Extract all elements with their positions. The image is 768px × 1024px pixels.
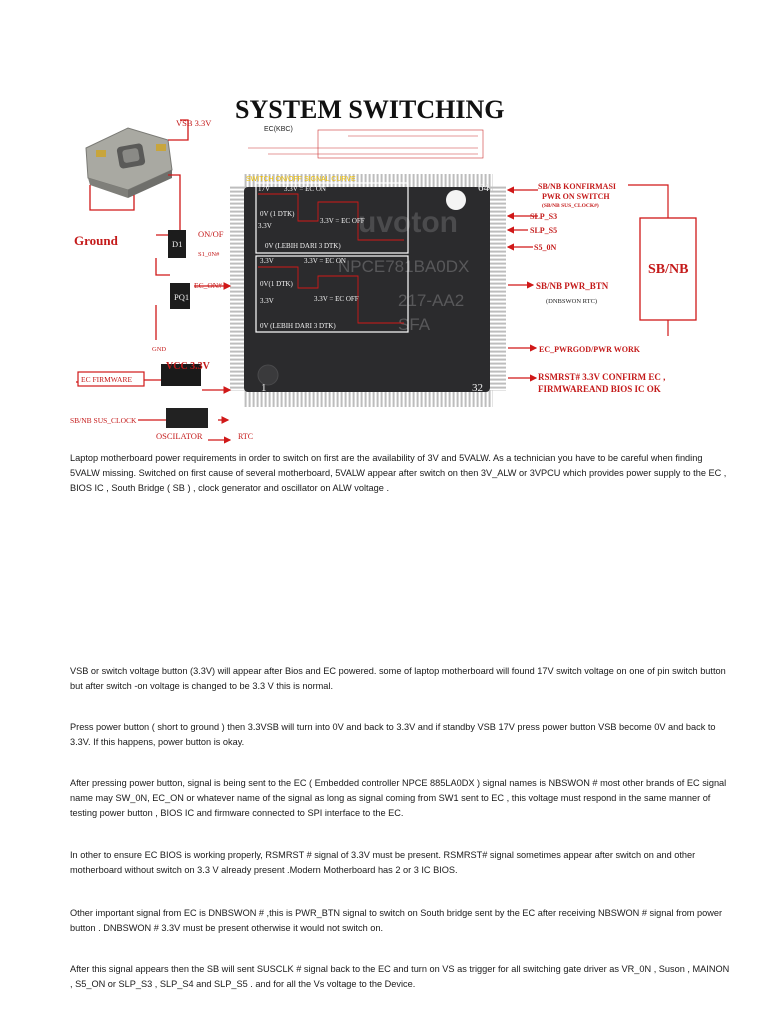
rtc-label: RTC <box>238 432 253 441</box>
curve2-3v3-a: 3.3V <box>260 257 274 265</box>
paragraph-3: Press power button ( short to ground ) t… <box>70 720 730 750</box>
sb-nb-box-label: SB/NB <box>648 262 688 277</box>
power-switch-button <box>86 128 172 198</box>
oscilator-label: OSCILATOR <box>156 431 203 441</box>
ec-pwrgod-label: EC_PWRGOD/PWR WORK <box>539 345 641 354</box>
curve1-ec-on: 3.3V = EC ON <box>284 185 326 193</box>
system-switching-diagram: SYSTEM SWITCHING EC(KBC) uvoton NPCE781B… <box>68 90 699 445</box>
paragraph-5: In other to ensure EC BIOS is working pr… <box>70 848 730 878</box>
ec-on-label: EC_ON# <box>194 281 222 290</box>
curve2-zero-1dtk: 0V(1 DTK) <box>260 280 294 288</box>
curve1-zero-long: 0V (LEBIH DARI 3 DTK) <box>265 242 341 250</box>
paragraph-7: After this signal appears then the SB wi… <box>70 962 730 992</box>
vsb-label: VSB 3.3V <box>176 118 212 128</box>
left-components <box>161 230 208 428</box>
chip-marking-part: NPCE781BA0DX <box>338 257 469 276</box>
s5-on-label: S5_0N <box>534 243 556 252</box>
paragraph-4: After pressing power button, signal is b… <box>70 776 730 821</box>
vcc-label: VCC 3.3V <box>166 361 211 372</box>
pin-32-label: 32 <box>472 382 483 394</box>
pwr-on-switch-label: PWR ON SWITCH <box>542 192 610 201</box>
pq1-label: PQ1 <box>174 292 189 302</box>
ec-firmware-label: EC FIRMWARE <box>81 375 132 384</box>
diagram-title: SYSTEM SWITCHING <box>235 95 504 124</box>
curve2-zero-long: 0V (LEBIH DARI 3 DTK) <box>260 322 336 330</box>
slp-s3-label: SLP_S3 <box>530 212 557 221</box>
curve1-ec-off: 3.3V = EC OFF <box>320 217 365 225</box>
rsmrst-label: RSMRST# 3.3V CONFIRM EC , <box>538 372 665 382</box>
on-off-label: ON/OF <box>198 229 224 239</box>
sb-nb-konfirmasi-label: SB/NB KONFIRMASI <box>538 182 616 191</box>
ec-kbc-label: EC(KBC) <box>264 126 293 133</box>
pwr-btn-label: SB/NB PWR_BTN <box>536 281 609 291</box>
d1-label: D1 <box>172 239 182 249</box>
gnd-label: GND <box>152 346 166 353</box>
ground-label: Ground <box>74 233 119 248</box>
curve2-ec-on: 3.3V = EC ON <box>304 257 346 265</box>
curve1-3v3: 3.3V <box>258 222 272 230</box>
firmware-ok-label: FIRMWAREAND BIOS IC OK <box>538 384 661 394</box>
pin-1-label: 1 <box>261 382 267 394</box>
paragraph-2: VSB or switch voltage button (3.3V) will… <box>70 664 730 694</box>
signal-curve-title: SWITCH ON/OFF SIGNAL CURVE <box>246 176 356 183</box>
curve2-3v3-b: 3.3V <box>260 297 274 305</box>
curve1-zero-1dtk: 0V (1 DTK) <box>260 210 295 218</box>
sus-clock-label: SB/NB SUS_CLOCK <box>70 416 137 425</box>
curve1-17v: 17V <box>258 185 270 193</box>
sus-clock-small-label: (SB/NB SUS_CLOCK#) <box>542 202 599 209</box>
curve2-ec-off: 3.3V = EC OFF <box>314 295 359 303</box>
paragraph-1: Laptop motherboard power requirements in… <box>70 451 730 496</box>
pin-64-label: 64 <box>478 182 490 194</box>
chip-marking-code: SFA <box>398 315 431 334</box>
s1-on-label: S1_0N# <box>198 251 220 258</box>
slp-s5-label: SLP_S5 <box>530 226 557 235</box>
paragraph-6: Other important signal from EC is DNBSWO… <box>70 906 730 936</box>
ec-schematic-snippet: EC(KBC) <box>248 126 483 158</box>
dnbswon-label: (DNBSWON RTC) <box>546 298 597 305</box>
ec-chip: uvoton NPCE781BA0DX 217-AA2 SFA 64 1 32 <box>230 174 506 407</box>
